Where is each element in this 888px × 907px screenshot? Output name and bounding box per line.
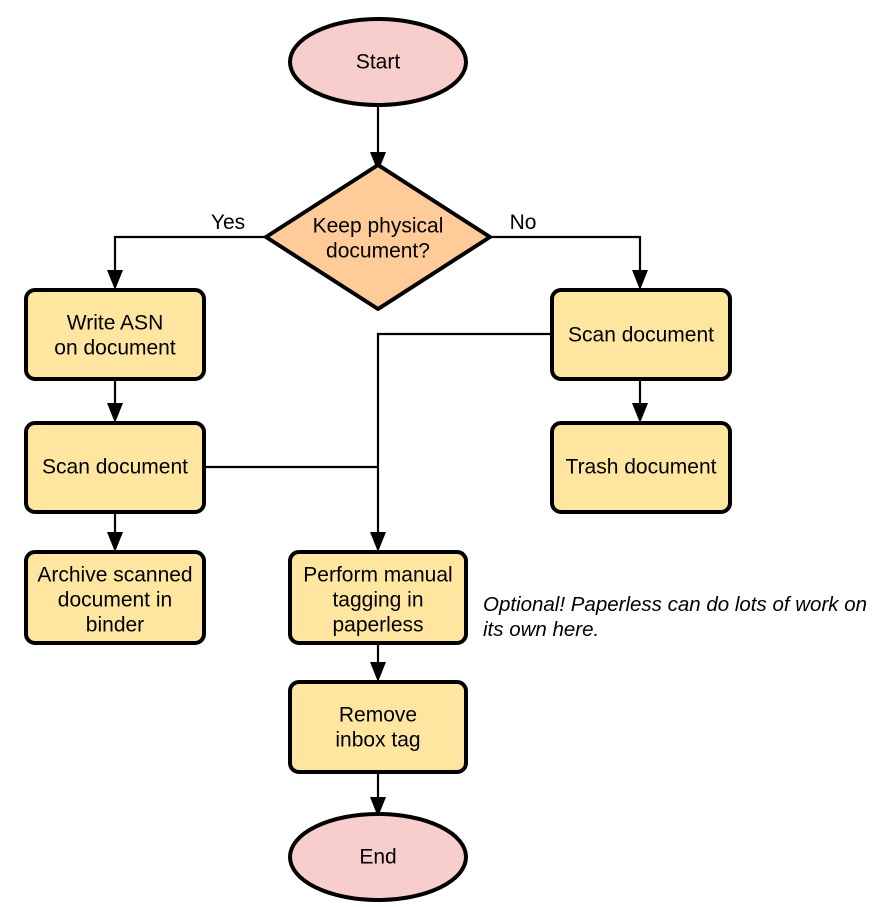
edge-decision-yes-to-write-asn: [107, 235, 266, 290]
end-label: End: [359, 846, 396, 869]
end-ellipse: [288, 812, 468, 902]
trash-label: Trash document: [566, 456, 717, 479]
write-asn-label-line2: on document: [54, 337, 176, 360]
scan-right-label: Scan document: [568, 324, 714, 347]
node-perform-manual-tagging[interactable]: Perform manual tagging in paperless: [288, 550, 468, 645]
optional-note-line2: its own here.: [483, 618, 599, 641]
archive-binder-rect: [24, 550, 206, 645]
node-archive-scanned-document-in-binder[interactable]: Archive scanned document in binder: [24, 550, 206, 645]
node-scan-document-right[interactable]: Scan document: [550, 288, 732, 381]
node-write-asn-on-document[interactable]: Write ASN on document: [24, 288, 206, 381]
node-decision-keep-physical-document[interactable]: Keep physical document?: [264, 163, 492, 311]
scan-left-rect: [24, 421, 206, 514]
archive-binder-label-line1: Archive scanned: [37, 564, 192, 587]
edge-remove-inbox-to-end: [370, 772, 386, 817]
manual-tagging-rect: [288, 550, 468, 645]
edge-manual-tagging-to-remove-inbox: [370, 643, 386, 682]
scan-right-rect: [550, 288, 732, 381]
start-ellipse: [288, 17, 468, 107]
scan-left-label: Scan document: [42, 456, 188, 479]
trash-rect: [550, 421, 732, 514]
decision-label-line2: document?: [326, 240, 430, 263]
manual-tagging-label-line3: paperless: [332, 614, 423, 637]
remove-inbox-rect: [288, 680, 468, 774]
node-scan-document-left[interactable]: Scan document: [24, 421, 206, 514]
edge-write-asn-to-scan-left: [107, 379, 123, 423]
decision-label-line1: Keep physical: [313, 215, 444, 238]
edge-scan-left-to-archive: [107, 512, 123, 552]
archive-binder-label-line3: binder: [86, 614, 144, 637]
annotation-optional-note: Optional! Paperless can do lots of work …: [483, 593, 867, 641]
write-asn-label-line1: Write ASN: [67, 312, 163, 335]
edge-label-no: No: [510, 211, 537, 234]
edge-label-yes: Yes: [211, 211, 245, 234]
manual-tagging-label-line1: Perform manual: [303, 564, 452, 587]
optional-note-line1: Optional! Paperless can do lots of work …: [483, 593, 867, 616]
node-remove-inbox-tag[interactable]: Remove inbox tag: [288, 680, 468, 774]
start-label: Start: [356, 51, 401, 74]
node-end[interactable]: End: [288, 812, 468, 902]
remove-inbox-label-line1: Remove: [339, 704, 417, 727]
edge-decision-no-to-scan-right: [490, 235, 648, 290]
decision-diamond: [264, 163, 492, 311]
remove-inbox-label-line2: inbox tag: [335, 729, 420, 752]
edge-start-to-decision: [370, 104, 386, 172]
manual-tagging-label-line2: tagging in: [332, 589, 423, 612]
archive-binder-label-line2: document in: [58, 589, 172, 612]
edge-scan-right-to-trash: [632, 379, 648, 423]
node-trash-document[interactable]: Trash document: [550, 421, 732, 514]
edge-scan-right-to-manual-tagging: [370, 332, 552, 552]
node-start[interactable]: Start: [288, 17, 468, 107]
write-asn-rect: [24, 288, 206, 381]
